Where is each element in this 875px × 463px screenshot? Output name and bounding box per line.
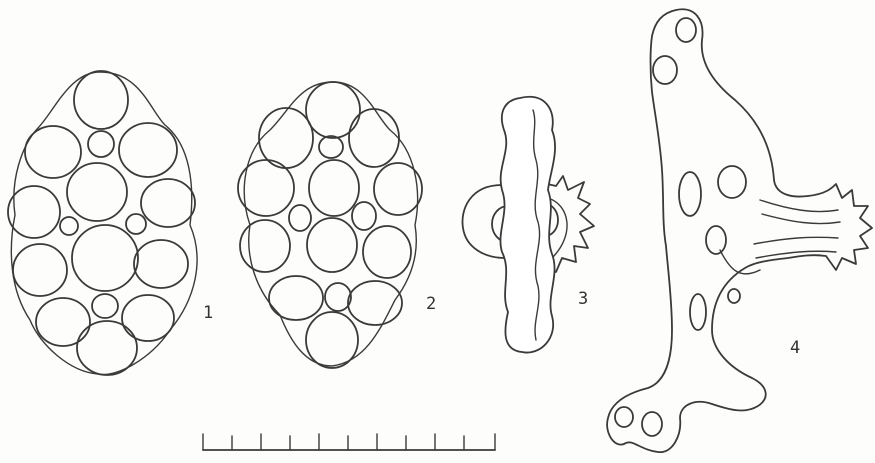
figure-2-outline [244,82,417,366]
figure-2-cell-cluster [238,82,422,368]
figure-3-elongated-body [462,97,594,353]
figure-1-outline [11,72,197,375]
figure-1-label: 1 [203,305,213,322]
figure-4-label: 4 [790,340,800,357]
figure-1-cell-cluster [8,71,197,375]
figure-3-label: 3 [578,291,588,308]
figure-2-label: 2 [426,296,436,313]
figure-4-branched-plate [607,9,872,452]
figure-4-outline [607,9,872,452]
scale-bar [203,434,495,450]
